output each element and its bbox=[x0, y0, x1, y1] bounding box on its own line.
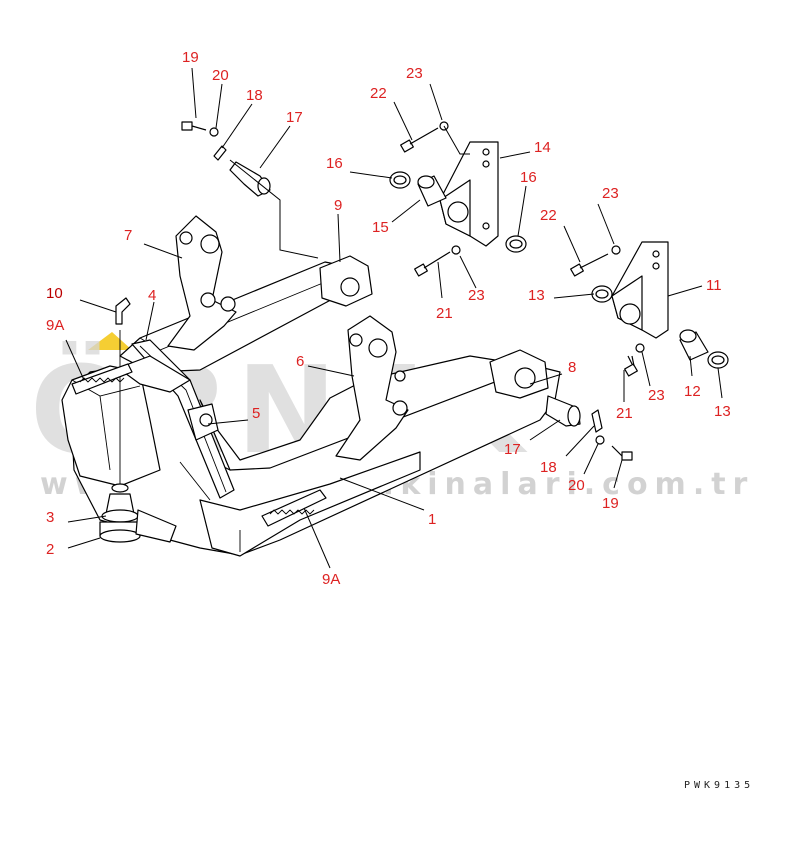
callout-labels: 19 20 18 17 23 22 14 16 16 9 15 22 23 7 … bbox=[46, 49, 731, 588]
callout-21: 21 bbox=[616, 405, 633, 422]
callout-9: 9 bbox=[334, 197, 342, 214]
callout-14: 14 bbox=[534, 139, 551, 156]
bracket-5 bbox=[187, 403, 219, 441]
bush-12 bbox=[679, 329, 709, 361]
callout-23: 23 bbox=[648, 387, 665, 404]
rack-strip-9a-lower bbox=[261, 489, 327, 527]
bolt-19-lower bbox=[611, 445, 633, 461]
washer-20-lower bbox=[595, 435, 605, 445]
callout-5: 5 bbox=[252, 405, 260, 422]
callout-21: 21 bbox=[436, 305, 453, 322]
link-bar-6 bbox=[335, 315, 409, 461]
callout-2: 2 bbox=[46, 541, 54, 558]
callout-17: 17 bbox=[286, 109, 303, 126]
callout-7: 7 bbox=[124, 227, 132, 244]
callout-23: 23 bbox=[406, 65, 423, 82]
drawing-code: PWK9135 bbox=[684, 780, 754, 791]
front-plate-4 bbox=[117, 339, 235, 499]
callout-18: 18 bbox=[540, 459, 557, 476]
callout-10: 10 bbox=[46, 285, 63, 302]
callout-22: 22 bbox=[370, 85, 387, 102]
callout-11: 11 bbox=[706, 277, 722, 294]
ring-13-a bbox=[591, 285, 613, 303]
callout-13: 13 bbox=[528, 287, 545, 304]
bolt-19-upper bbox=[181, 121, 207, 131]
pin-17-lower bbox=[545, 395, 581, 427]
washer-23-right bbox=[611, 245, 621, 255]
callout-1: 1 bbox=[428, 511, 436, 528]
bolt-21-lower bbox=[624, 355, 638, 377]
callout-8: 8 bbox=[568, 359, 576, 376]
bracket-14 bbox=[439, 141, 499, 247]
callout-3: 3 bbox=[46, 509, 54, 526]
bracket-11 bbox=[611, 241, 669, 339]
kingpin-assembly bbox=[99, 330, 177, 543]
callout-19: 19 bbox=[182, 49, 199, 66]
callout-15: 15 bbox=[372, 219, 389, 236]
callout-18: 18 bbox=[246, 87, 263, 104]
callout-12: 12 bbox=[684, 383, 701, 400]
washer-20-upper bbox=[209, 127, 219, 137]
ring-16-b bbox=[505, 235, 527, 253]
callout-22: 22 bbox=[540, 207, 557, 224]
bolt-22-lower bbox=[570, 253, 609, 277]
ring-16-a bbox=[389, 171, 411, 189]
callout-13: 13 bbox=[714, 403, 731, 420]
grease-fitting-10 bbox=[115, 297, 131, 325]
leader-lines bbox=[65, 67, 723, 569]
washer-23-lower bbox=[635, 343, 645, 353]
pin-17-upper bbox=[229, 161, 271, 197]
callout-19: 19 bbox=[602, 495, 619, 512]
callout-23: 23 bbox=[468, 287, 485, 304]
link-bar-7 bbox=[167, 215, 237, 351]
callout-6: 6 bbox=[296, 353, 304, 370]
callout-9a: 9A bbox=[322, 571, 340, 588]
bolt-22-upper bbox=[400, 127, 439, 153]
callout-17: 17 bbox=[504, 441, 521, 458]
clip-18-lower bbox=[591, 409, 603, 433]
callout-9a: 9A bbox=[46, 317, 64, 334]
callout-16: 16 bbox=[520, 169, 537, 186]
bolt-21-upper bbox=[414, 251, 451, 277]
callout-16: 16 bbox=[326, 155, 343, 172]
callout-23: 23 bbox=[602, 185, 619, 202]
washer-23-mid bbox=[451, 245, 461, 255]
bush-15 bbox=[417, 175, 447, 207]
callout-20: 20 bbox=[212, 67, 229, 84]
watermark-accent bbox=[88, 332, 132, 350]
ring-13-b bbox=[707, 351, 729, 369]
callout-20: 20 bbox=[568, 477, 585, 494]
rack-strip-9a-upper bbox=[71, 363, 133, 395]
callout-4: 4 bbox=[148, 287, 156, 304]
clip-18-upper bbox=[213, 145, 227, 161]
